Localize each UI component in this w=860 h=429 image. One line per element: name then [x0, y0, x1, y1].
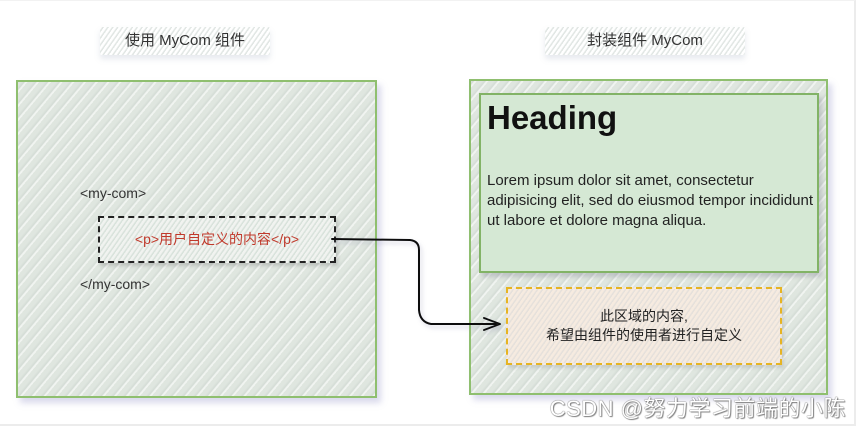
open-tag: <my-com>: [80, 185, 147, 201]
content-card: Heading Lorem ipsum dolor sit amet, cons…: [479, 93, 819, 273]
right-section-title: 封装组件 MyCom: [545, 27, 745, 55]
component-panel: Heading Lorem ipsum dolor sit amet, cons…: [469, 79, 828, 395]
left-section-title: 使用 MyCom 组件: [100, 27, 270, 55]
watermark: CSDN @努力学习前端的小陈: [549, 396, 846, 421]
usage-panel: <my-com> <p>用户自定义的内容</p> </my-com>: [16, 80, 377, 398]
slot-content-box: <p>用户自定义的内容</p>: [98, 216, 336, 263]
custom-slot-area: 此区域的内容, 希望由组件的使用者进行自定义: [506, 287, 782, 365]
card-heading: Heading: [487, 99, 618, 136]
close-tag: </my-com>: [80, 276, 151, 292]
custom-area-line-2: 希望由组件的使用者进行自定义: [546, 327, 742, 343]
custom-area-line-1: 此区域的内容,: [600, 308, 688, 324]
card-body-text: Lorem ipsum dolor sit amet, consectetur …: [487, 172, 814, 229]
